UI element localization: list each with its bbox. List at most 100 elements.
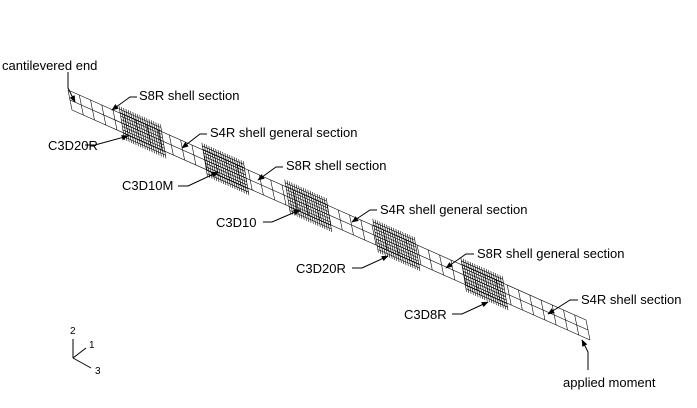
beam-cross-line bbox=[338, 209, 343, 231]
label-c3d10: C3D10 bbox=[216, 215, 256, 230]
axis-triad: 2 1 3 bbox=[70, 326, 101, 377]
leader-s8r-general bbox=[445, 253, 474, 269]
label-c3d8r: C3D8R bbox=[404, 307, 447, 322]
label-c3d10m: C3D10M bbox=[122, 178, 173, 193]
beam-cross-line bbox=[518, 289, 523, 311]
leader-c3d8r bbox=[452, 301, 489, 315]
solid-long-line bbox=[202, 149, 245, 168]
beam-cross-line bbox=[439, 254, 444, 276]
leader-s4r-general-2 bbox=[351, 209, 377, 223]
solid-long-line bbox=[377, 245, 420, 265]
solid-long-line bbox=[288, 203, 331, 223]
solid-long-line bbox=[124, 136, 167, 156]
leader-c3d20r-1 bbox=[85, 134, 129, 146]
axis-1-label: 1 bbox=[89, 340, 95, 351]
beam-cross-line bbox=[540, 299, 546, 321]
solid-long-line bbox=[288, 199, 330, 219]
axis-3-line bbox=[72, 357, 92, 369]
solid-long-line bbox=[462, 267, 504, 287]
label-c3d20r-2: C3D20R bbox=[296, 261, 346, 276]
solid-long-line bbox=[375, 235, 418, 255]
leader-s4r-general-1 bbox=[181, 133, 207, 149]
solid-long-line bbox=[460, 260, 503, 280]
leader-s8r-2 bbox=[257, 166, 283, 181]
solid-long-line bbox=[374, 231, 417, 251]
label-s8r-shell-section-2: S8R shell section bbox=[286, 158, 386, 173]
solid-hatch-line bbox=[372, 218, 379, 253]
beam-cross-line bbox=[349, 214, 354, 236]
solid-c3d10 bbox=[284, 179, 333, 233]
solid-long-line bbox=[464, 278, 506, 297]
beam-cross-line bbox=[563, 309, 568, 331]
solid-long-line bbox=[376, 242, 419, 262]
solid-c3d20r-2 bbox=[372, 218, 421, 272]
solid-long-line bbox=[464, 281, 507, 301]
beam-cross-line bbox=[112, 109, 118, 131]
solid-long-line bbox=[120, 115, 162, 135]
solid-sections bbox=[118, 105, 509, 311]
solid-long-line bbox=[465, 285, 508, 304]
leader-c3d20r-2 bbox=[352, 255, 389, 269]
solid-long-line bbox=[286, 192, 329, 212]
beam-cross-line bbox=[551, 304, 557, 326]
solid-hatch-line bbox=[284, 179, 291, 214]
axis-2-label: 2 bbox=[70, 326, 76, 337]
beam-cross-line bbox=[416, 244, 422, 266]
solid-long-line bbox=[203, 156, 246, 175]
leader-lines bbox=[67, 72, 589, 370]
solid-long-line bbox=[372, 221, 415, 241]
beam-cross-line bbox=[79, 94, 84, 116]
beam-cross-line bbox=[180, 139, 185, 161]
solid-c3d10m bbox=[201, 142, 250, 196]
beam-cross-line bbox=[428, 249, 433, 271]
beam-cross-line bbox=[506, 284, 512, 306]
solid-long-line bbox=[378, 249, 421, 269]
beam-cross-line bbox=[90, 99, 95, 121]
beam-cross-line bbox=[270, 179, 275, 201]
solid-long-line bbox=[376, 238, 418, 258]
solid-long-line bbox=[201, 145, 244, 165]
label-s4r-shell-general-section-1: S4R shell general section bbox=[210, 125, 357, 140]
solid-c3d20r-1 bbox=[118, 105, 167, 159]
label-cantilevered-end: cantilevered end bbox=[2, 58, 97, 73]
solid-long-line bbox=[123, 129, 165, 149]
solid-long-line bbox=[118, 108, 161, 128]
solid-long-line bbox=[287, 196, 330, 216]
solid-long-line bbox=[462, 271, 505, 290]
solid-long-line bbox=[374, 228, 416, 248]
label-s8r-shell-section-1: S8R shell section bbox=[139, 88, 239, 103]
solid-long-line bbox=[286, 189, 328, 209]
solid-long-line bbox=[461, 264, 504, 283]
beam-cross-line bbox=[529, 294, 534, 316]
beam-cross-line bbox=[585, 319, 591, 341]
solid-long-line bbox=[284, 182, 327, 202]
label-s4r-shell-section: S4R shell section bbox=[581, 292, 681, 307]
beam-cross-line bbox=[574, 314, 579, 336]
beam-cross-line bbox=[247, 169, 253, 191]
solid-long-line bbox=[373, 224, 416, 244]
solid-long-line bbox=[463, 274, 506, 294]
label-s4r-shell-general-section-2: S4R shell general section bbox=[380, 202, 527, 217]
leader-c3d10m bbox=[178, 171, 219, 187]
solid-long-line bbox=[121, 122, 164, 142]
label-c3d20r-1: C3D20R bbox=[48, 138, 98, 153]
solid-long-line bbox=[285, 185, 328, 205]
solid-long-line bbox=[122, 126, 165, 146]
leader-applied-moment bbox=[581, 339, 589, 370]
label-s8r-shell-general-section: S8R shell general section bbox=[477, 246, 624, 261]
solid-long-line bbox=[205, 166, 248, 186]
solid-long-line bbox=[205, 163, 247, 182]
beam-cross-line bbox=[169, 134, 174, 156]
leader-s4r-shell bbox=[547, 299, 578, 315]
solid-long-line bbox=[466, 288, 509, 308]
beam-cross-line bbox=[371, 224, 377, 246]
axis-3-label: 3 bbox=[95, 366, 101, 377]
leader-cantilevered-end bbox=[67, 72, 76, 103]
solid-c3d8r bbox=[460, 257, 509, 311]
beam-cross-line bbox=[101, 104, 107, 126]
beam-cross-line bbox=[191, 144, 197, 166]
leader-c3d10 bbox=[263, 209, 301, 223]
beam-cross-line bbox=[281, 184, 287, 206]
